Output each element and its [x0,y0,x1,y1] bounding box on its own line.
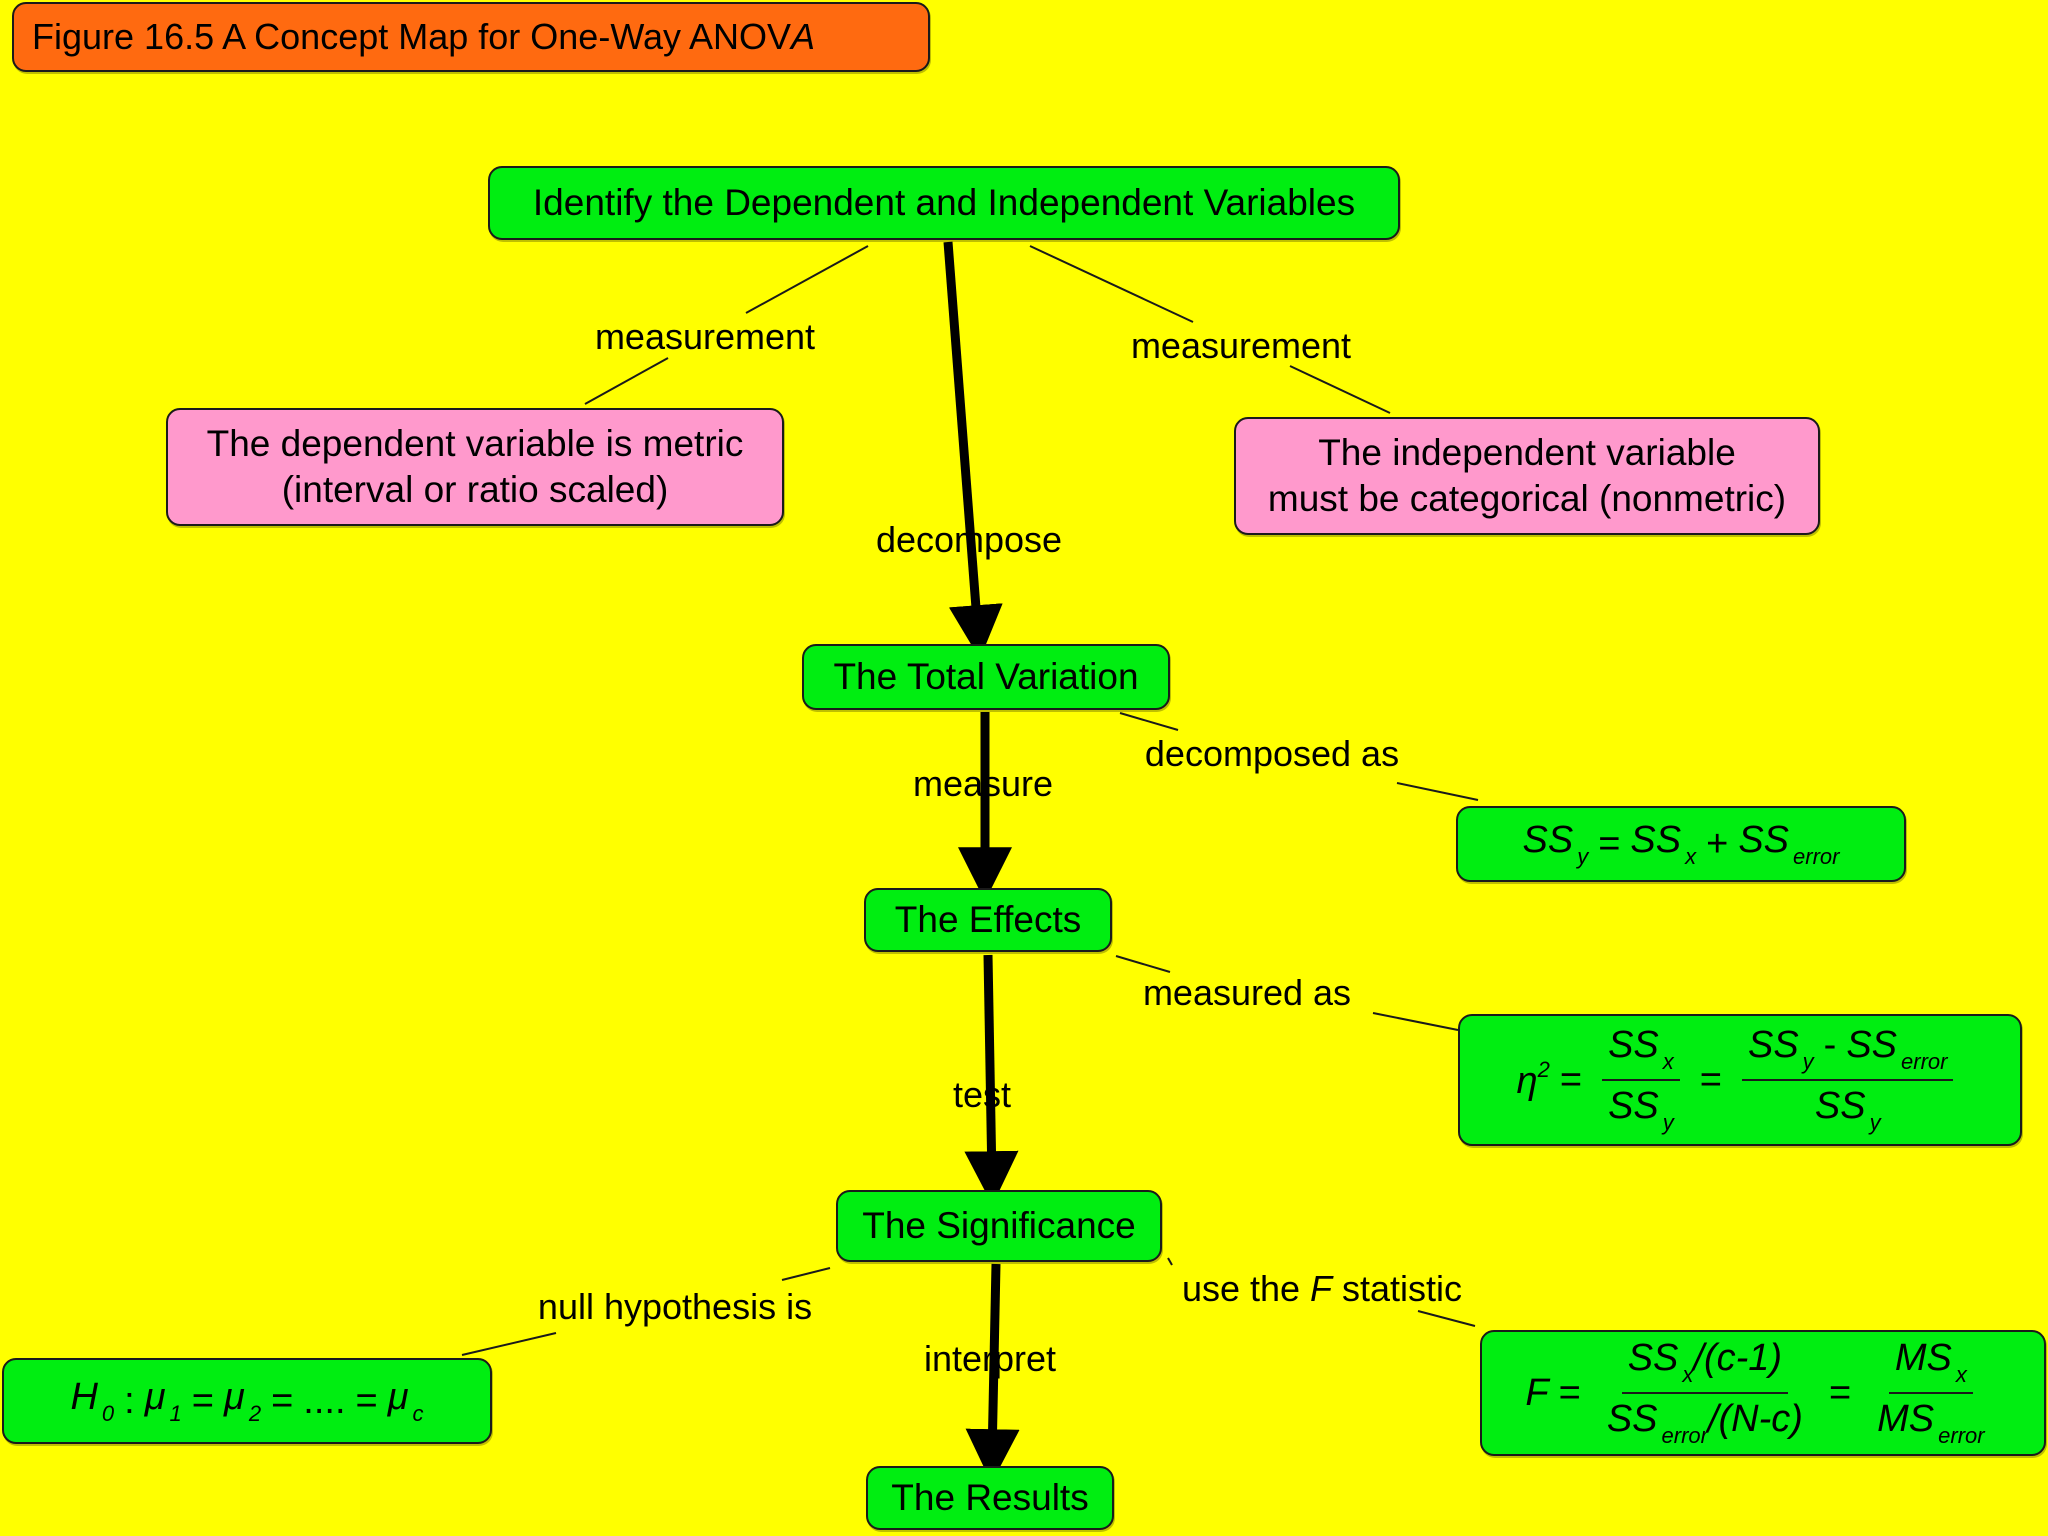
line-significance-to-use-f [1167,1257,1173,1266]
node-significance: The Significance [836,1190,1162,1262]
link-label-test: test [952,1074,1012,1115]
node-dependent-line2: (interval or ratio scaled) [281,469,669,510]
fx-dots: .... [303,1379,346,1422]
line-measurement-right-to-independent [1289,365,1391,414]
node-independent-line1: The independent variable [1318,432,1736,473]
arrow-identify-to-total [943,241,1003,660]
link-label-measurement-left: measurement [594,316,816,357]
fx-plus: + [1706,822,1729,865]
line-significance-to-null [781,1267,831,1281]
fx-f-eq1: = [1558,1371,1581,1414]
link-label-interpret: interpret [923,1338,1057,1379]
node-dependent-variable: The dependent variable is metric (interv… [166,408,784,526]
link-label-use-f-statistic: use the F statistic [1181,1268,1463,1309]
line-decomposed-as-to-ss-formula [1396,782,1479,801]
node-total-variation-label: The Total Variation [833,656,1139,697]
fx-f-eq2: = [1828,1371,1852,1414]
line-null-to-h0-formula [461,1332,557,1356]
link-label-measurement-right: measurement [1130,325,1352,366]
line-use-f-to-f-formula [1417,1310,1476,1327]
line-identify-to-measurement-left [745,245,869,314]
link-label-measured-as: measured as [1142,972,1352,1013]
fx-f: F [1525,1371,1549,1414]
link-label-measure: measure [912,763,1054,804]
node-total-variation: The Total Variation [802,644,1170,710]
node-results-label: The Results [891,1477,1089,1518]
link-label-decompose: decompose [875,519,1063,560]
line-measurement-left-to-dependent [584,357,669,405]
node-independent-variable: The independent variable must be categor… [1234,417,1820,535]
arrow-significance-to-results [965,1263,1020,1484]
node-results: The Results [866,1466,1114,1530]
fx-eq: = [1598,822,1621,865]
node-identify-variables-label: Identify the Dependent and Independent V… [532,182,1356,223]
node-independent-line2: must be categorical (nonmetric) [1267,478,1787,519]
node-identify-variables: Identify the Dependent and Independent V… [488,166,1400,240]
node-effects-label: The Effects [894,899,1082,940]
node-dependent-line1: The dependent variable is metric [206,423,744,464]
figure-title: Figure 16.5 A Concept Map for One-Way AN… [12,2,930,72]
fx-h0-colon: : [124,1379,135,1422]
figure-title-italic-a: A [791,16,816,57]
fx-eta: η2 [1516,1057,1550,1102]
fx-h0-eq3: = [355,1379,378,1422]
arrow-effects-to-significance [964,954,1019,1206]
node-significance-label: The Significance [862,1205,1136,1246]
line-total-to-decomposed-as [1119,712,1179,731]
line-identify-to-measurement-right [1029,245,1194,323]
line-effects-to-measured-as [1115,955,1171,973]
fx-h0-eq1: = [191,1379,214,1422]
fx-h0-eq2: = [271,1379,294,1422]
line-measured-as-to-eta-formula [1372,1012,1459,1031]
node-effects: The Effects [864,888,1112,952]
link-label-decomposed-as: decomposed as [1144,733,1400,774]
fx-eta-eq1: = [1559,1058,1583,1101]
fx-eta-eq2: = [1699,1058,1722,1101]
link-label-null-hypothesis: null hypothesis is [537,1286,813,1327]
figure-title-text: Figure 16.5 A Concept Map for One-Way AN… [32,16,792,57]
